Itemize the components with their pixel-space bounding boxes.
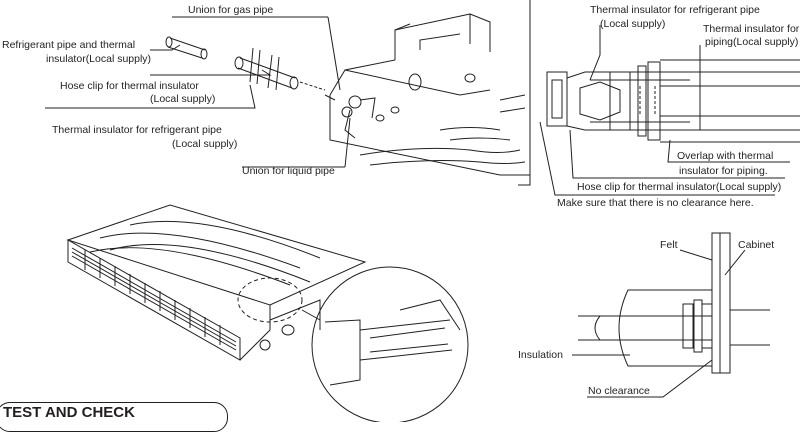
cabinet-label: Cabinet — [738, 239, 774, 251]
detail-ins-ref-label-2: (Local supply) — [600, 18, 665, 30]
detail-hose-clip-label: Hose clip for thermal insulator(Local su… — [577, 181, 781, 193]
leaders-bottom-right — [572, 249, 746, 398]
felt-label: Felt — [660, 239, 678, 251]
detail-ins-pipe-label-1: Thermal insulator for — [703, 23, 800, 35]
ref-pipe-label-2: insulator(Local supply) — [46, 53, 151, 65]
no-clearance-label: No clearance — [588, 385, 650, 397]
installation-diagram: Union for gas pipe Refrigerant pipe and … — [2, 0, 800, 422]
overlap-label-2: insulator for piping. — [679, 165, 768, 177]
overlap-label-1: Overlap with thermal — [677, 150, 773, 162]
hose-clip-label-1: Hose clip for thermal insulator — [60, 80, 199, 92]
detail-ins-ref-label-1: Thermal insulator for refrigerant pipe — [590, 4, 760, 16]
no-clearance-here-label: Make sure that there is no clearance her… — [557, 197, 754, 209]
ins-ref-label-1: Thermal insulator for refrigerant pipe — [52, 124, 222, 136]
divider — [518, 10, 531, 186]
leaders-top-right — [539, 25, 790, 196]
liquid-union-label: Union for liquid pipe — [242, 165, 335, 177]
ins-ref-label-2: (Local supply) — [172, 138, 237, 150]
ref-pipe-label-1: Refrigerant pipe and thermal — [2, 39, 135, 51]
labels: Union for gas pipe Refrigerant pipe and … — [2, 4, 800, 397]
detail-ins-pipe-label-2: piping(Local supply) — [705, 36, 798, 48]
felt-cabinet-drawing — [578, 232, 770, 374]
unit-isometric-drawing — [66, 204, 367, 361]
leaders-top-left — [45, 16, 351, 168]
magnified-view — [311, 266, 469, 422]
insulation-detail-drawing — [546, 59, 800, 143]
insulation-label: Insulation — [518, 349, 563, 361]
unit-corner-drawing — [324, 0, 531, 176]
hose-clip-label-2: (Local supply) — [150, 93, 215, 105]
gas-union-label: Union for gas pipe — [188, 4, 273, 16]
section-title: TEST AND CHECK — [0, 402, 228, 432]
